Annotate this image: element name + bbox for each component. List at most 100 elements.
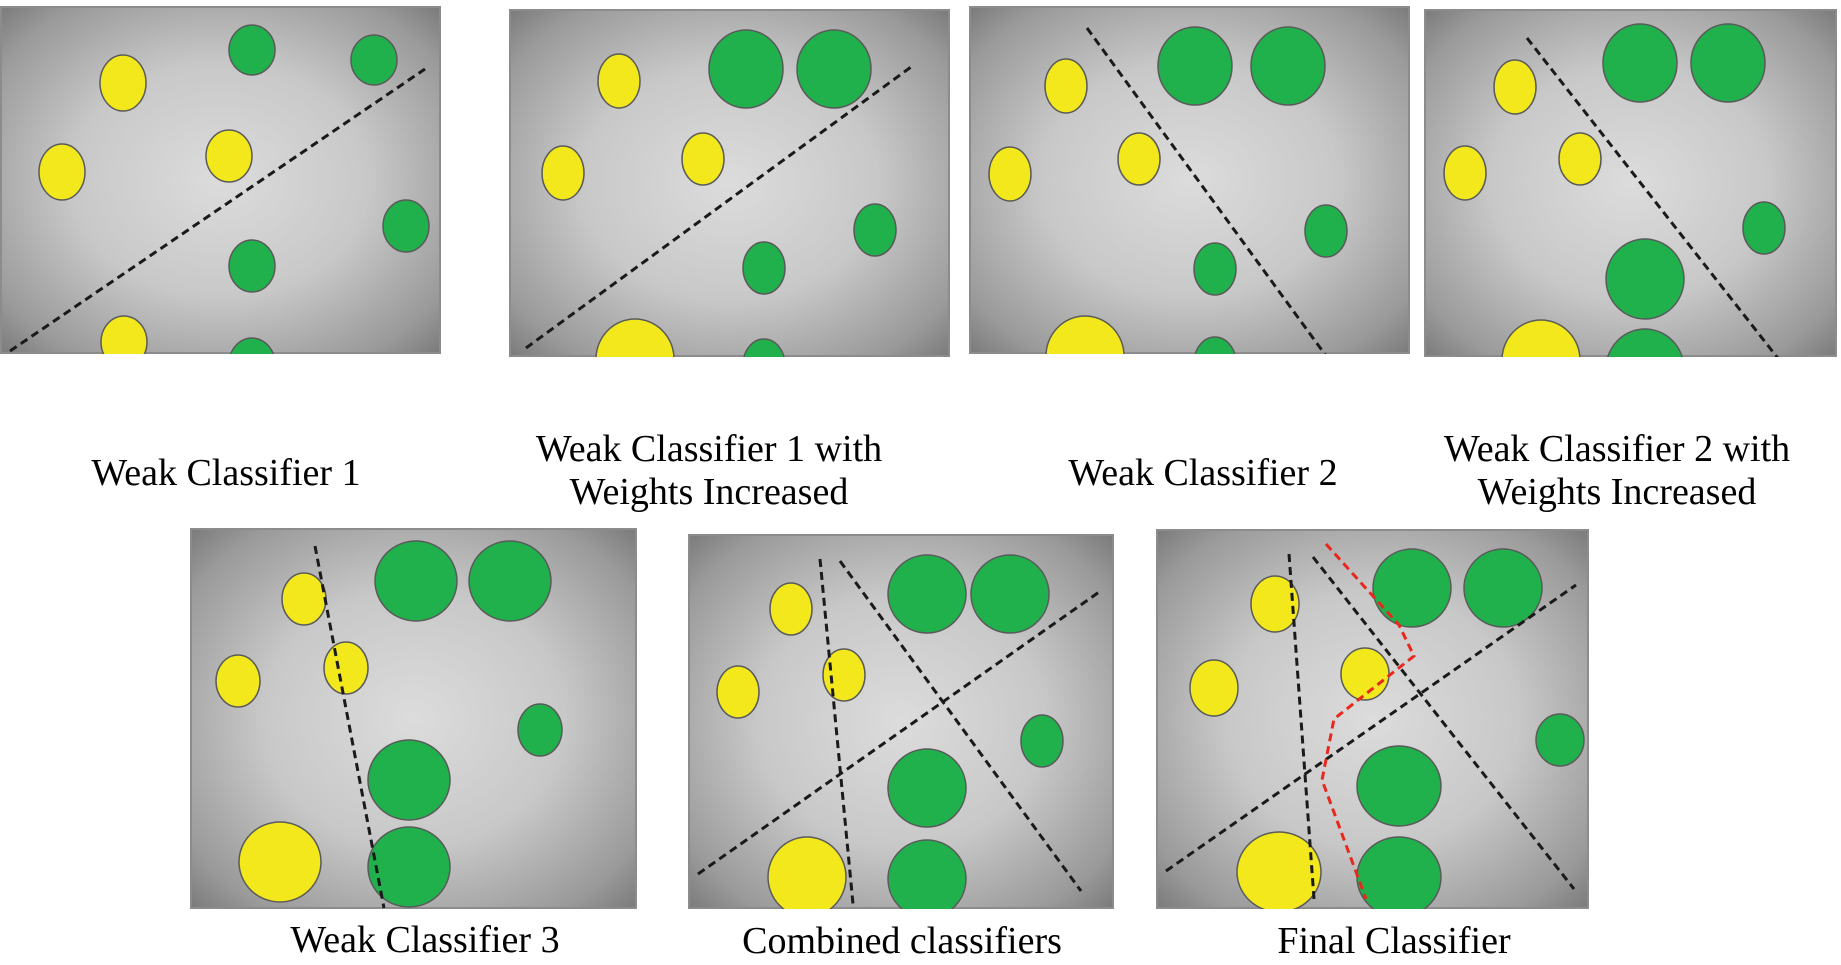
panel-caption: Weak Classifier 3 xyxy=(195,919,655,962)
negative-sample xyxy=(853,203,897,257)
negative-sample xyxy=(1356,745,1442,827)
negative-sample xyxy=(228,239,276,293)
panel-caption: Weak Classifier 1 xyxy=(0,452,456,495)
negative-sample xyxy=(1157,26,1233,106)
positive-sample xyxy=(595,318,675,357)
decision-boundary xyxy=(525,65,912,350)
caption-line: Weights Increased xyxy=(1477,471,1757,513)
negative-sample xyxy=(1605,238,1685,320)
feature-space-plot xyxy=(0,6,441,354)
positive-sample xyxy=(1558,132,1602,186)
classifier-panel-5 xyxy=(190,528,637,909)
caption-line: Combined classifiers xyxy=(742,920,1062,962)
negative-sample xyxy=(1020,714,1064,768)
decision-boundary xyxy=(838,560,1083,892)
negative-sample xyxy=(228,24,276,76)
positive-sample xyxy=(281,572,327,626)
negative-sample xyxy=(1193,242,1237,296)
feature-space-plot xyxy=(190,528,637,909)
negative-sample xyxy=(367,739,451,821)
positive-sample xyxy=(767,836,847,909)
positive-sample xyxy=(1340,647,1390,701)
panel-caption: Final Classifier xyxy=(1164,920,1624,963)
positive-sample xyxy=(238,821,322,903)
panel-background xyxy=(1156,529,1589,909)
decision-boundary xyxy=(1165,583,1577,873)
negative-sample xyxy=(887,554,967,634)
positive-sample xyxy=(1189,659,1239,717)
decision-boundary xyxy=(1287,553,1316,900)
positive-sample xyxy=(1236,831,1322,909)
negative-sample xyxy=(970,554,1050,634)
positive-sample xyxy=(1443,145,1487,201)
panel-caption: Combined classifiers xyxy=(672,920,1132,963)
caption-line: Final Classifier xyxy=(1277,920,1511,962)
positive-sample xyxy=(38,143,86,201)
negative-sample xyxy=(887,839,967,909)
negative-sample xyxy=(1250,26,1326,106)
negative-sample xyxy=(1356,836,1442,909)
positive-sample xyxy=(681,132,725,186)
negative-sample xyxy=(743,338,785,357)
positive-sample xyxy=(716,665,760,719)
classifier-panel-6 xyxy=(688,534,1114,909)
negative-sample xyxy=(742,241,786,295)
negative-sample xyxy=(1607,328,1683,357)
negative-sample xyxy=(374,540,458,622)
panel-caption: Weak Classifier 2 xyxy=(973,452,1433,495)
negative-sample xyxy=(887,748,967,828)
positive-sample xyxy=(1493,59,1537,115)
positive-sample xyxy=(215,654,261,708)
feature-space-plot xyxy=(1424,9,1837,357)
negative-sample xyxy=(1463,548,1543,628)
caption-line: Weak Classifier 1 xyxy=(91,452,361,494)
feature-space-plot xyxy=(509,9,950,357)
positive-sample xyxy=(99,54,147,112)
positive-sample xyxy=(822,648,866,702)
negative-sample xyxy=(468,540,552,622)
positive-sample xyxy=(1250,575,1300,633)
positive-sample xyxy=(1044,58,1088,114)
negative-sample xyxy=(1194,336,1236,354)
caption-line: Weak Classifier 2 with xyxy=(1443,428,1791,470)
negative-sample xyxy=(382,199,430,253)
negative-sample xyxy=(1372,548,1452,628)
negative-sample xyxy=(1742,201,1786,255)
positive-sample xyxy=(988,146,1032,202)
positive-sample xyxy=(1501,319,1581,357)
positive-sample xyxy=(541,145,585,201)
positive-sample xyxy=(100,315,148,354)
caption-line: Weak Classifier 2 xyxy=(1068,452,1338,494)
decision-boundary xyxy=(9,67,426,353)
negative-sample xyxy=(1535,713,1585,767)
feature-space-plot xyxy=(688,534,1114,909)
negative-sample xyxy=(1690,23,1766,103)
caption-line: Weak Classifier 1 with xyxy=(535,428,883,470)
classifier-panel-3 xyxy=(969,6,1410,354)
positive-sample xyxy=(597,53,641,109)
negative-sample xyxy=(708,29,784,109)
negative-sample xyxy=(229,337,275,354)
classifier-panel-4 xyxy=(1424,9,1837,357)
caption-line: Weak Classifier 3 xyxy=(290,919,560,961)
positive-sample xyxy=(1117,132,1161,186)
classifier-panel-2 xyxy=(509,9,950,357)
final-decision-boundary xyxy=(1320,542,1416,900)
positive-sample xyxy=(323,641,369,695)
decision-boundary xyxy=(1085,27,1327,354)
positive-sample xyxy=(1045,315,1125,354)
feature-space-plot xyxy=(969,6,1410,354)
positive-sample xyxy=(769,582,813,636)
decision-boundary xyxy=(1525,37,1779,357)
negative-sample xyxy=(796,29,872,109)
caption-line: Weights Increased xyxy=(569,471,849,513)
decision-boundary xyxy=(697,588,1103,876)
classifier-panel-1 xyxy=(0,6,441,354)
negative-sample xyxy=(1602,23,1678,103)
decision-boundary xyxy=(313,545,386,909)
negative-sample xyxy=(517,703,563,757)
negative-sample xyxy=(1304,204,1348,258)
positive-sample xyxy=(205,129,253,183)
